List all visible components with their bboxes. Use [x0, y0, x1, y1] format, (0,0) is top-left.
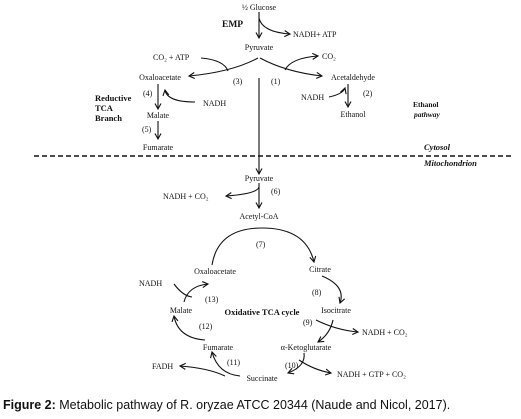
step-11-label: (11) [227, 358, 240, 367]
arrow-nadh-in-2 [328, 86, 347, 98]
step-1-label: (1) [271, 77, 281, 86]
pyruvate-mito-label: Pyruvate [245, 174, 274, 183]
isocitrate-label: Isocitrate [321, 306, 351, 315]
ethanol-label: Ethanol [341, 110, 367, 119]
mitochondrion-arrows [171, 183, 360, 377]
step-10-label: (10) [285, 361, 299, 370]
oxidative-tca-cycle-label: Oxidative TCA cycle [225, 307, 300, 317]
nadh-13-label: NADH [139, 279, 162, 288]
arrow-succinate-to-fumarate [210, 350, 241, 377]
nadh-atp-top-label: NADH+ ATP [293, 30, 337, 39]
cytosol-label: Cytosol [424, 142, 451, 152]
nadh-co2-9-label: NADH + CO₂ [362, 328, 408, 337]
malate-cytosol-label: Malate [147, 111, 170, 120]
acetyl-coa-label: Acetyl-CoA [239, 212, 278, 221]
oxaloacetate-cytosol-label: Oxaloacetate [139, 73, 181, 82]
mitochondrion-label: Mitochondrion [423, 158, 477, 168]
arc-oxaloacetate-to-citrate [211, 227, 317, 266]
oxaloacetate-mito-label: Oxaloacetate [194, 267, 236, 276]
arrow-co2-atp-in [200, 57, 229, 72]
reductive-tca-branch-line2: TCA [95, 103, 114, 113]
nadh-co2-6-label: NADH + CO₂ [163, 192, 209, 201]
glucose-label: ½ Glucose [242, 3, 277, 12]
arrow-nadh-co2-out-6 [224, 186, 260, 200]
arrow-malate-to-oxaloacetate [183, 281, 210, 303]
arrow-isocitrate-to-akg [317, 319, 334, 343]
succinate-label: Succinate [246, 374, 278, 383]
fadh-label: FADH [152, 362, 173, 371]
reductive-tca-branch-line1: Reductive [95, 93, 132, 103]
acetaldehyde-label: Acetaldehyde [331, 73, 375, 82]
malate-mito-label: Malate [170, 306, 193, 315]
arrow-fadh-out [178, 362, 226, 377]
arrow-nadh-co2-out-9 [315, 319, 360, 335]
figure-caption: Figure 2: Metabolic pathway of R. oryzae… [3, 398, 521, 416]
fumarate-mito-label: Fumarate [203, 343, 234, 352]
step-5-label: (5) [142, 125, 152, 134]
pyruvate-cytosol-label: Pyruvate [245, 43, 274, 52]
step-7-label: (7) [256, 240, 266, 249]
step-4-label: (4) [143, 89, 153, 98]
arrow-nadh-atp-out [258, 17, 292, 38]
arrow-citrate-to-isocitrate [321, 275, 346, 305]
arrow-pyruvate-to-acetaldehyde [259, 57, 324, 79]
arrow-nadh-in-4 [162, 88, 196, 103]
reductive-tca-branch-line3: Branch [95, 113, 122, 123]
step-2-label: (2) [363, 89, 373, 98]
citrate-label: Citrate [309, 265, 331, 274]
arrow-co2-out [284, 52, 320, 71]
metabolic-pathway-diagram: ½ Glucose EMP NADH+ ATP Pyruvate CO₂ + A… [34, 3, 514, 383]
ethanol-pathway-line2: pathway [413, 110, 441, 119]
arrow-pyruvate-to-oxaloacetate [187, 57, 259, 79]
step-3-label: (3) [233, 77, 243, 86]
figure-caption-text: Metabolic pathway of R. oryzae ATCC 2034… [55, 398, 451, 412]
co2-right-label: CO₂ [322, 52, 336, 61]
step-6-label: (6) [271, 187, 281, 196]
figure-caption-label: Figure 2: [3, 398, 56, 412]
nadh-right-label: NADH [301, 93, 324, 102]
cytosol-arrows [154, 12, 352, 176]
co2-atp-label: CO₂ + ATP [153, 53, 190, 62]
step-13-label: (13) [205, 295, 219, 304]
emp-label: EMP [222, 20, 243, 30]
step-8-label: (8) [312, 288, 322, 297]
step-12-label: (12) [199, 322, 213, 331]
step-9-label: (9) [303, 318, 313, 327]
arrow-nadh-in-13 [173, 283, 193, 298]
nadh-gtp-co2-label: NADH + GTP + CO₂ [337, 370, 406, 379]
fumarate-cytosol-label: Fumarate [143, 143, 174, 152]
ethanol-pathway-line1: Ethanol [413, 100, 438, 109]
nadh-left-label: NADH [203, 99, 226, 108]
arrow-akg-to-succinate [286, 352, 305, 375]
alpha-ketoglutarate-label: α-Ketoglutarate [281, 343, 332, 352]
arrow-fumarate-to-malate [171, 314, 206, 341]
arrow-nadh-gtp-co2-out [298, 359, 333, 376]
